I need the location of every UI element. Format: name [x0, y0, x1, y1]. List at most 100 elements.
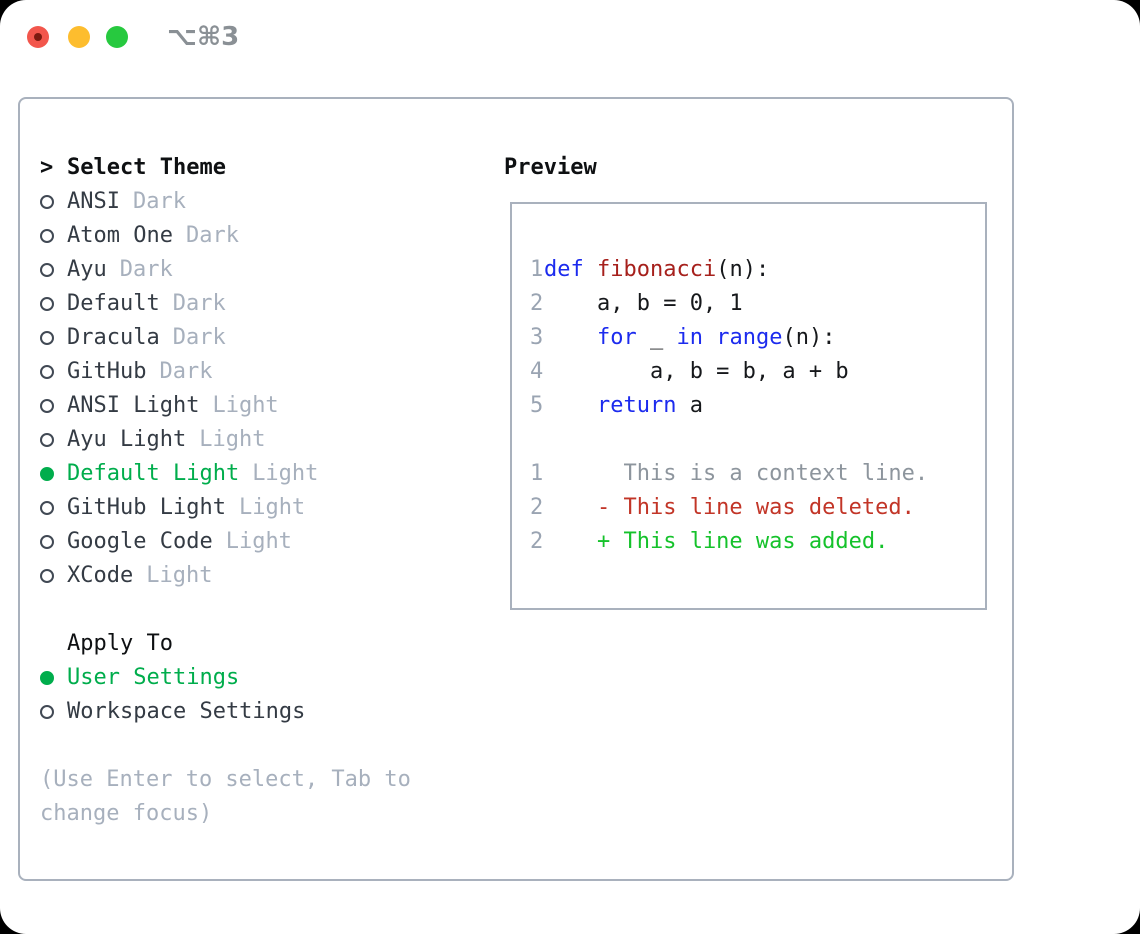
radio-icon — [40, 195, 67, 209]
token-plain — [544, 393, 597, 418]
line-number: 5 — [530, 393, 544, 418]
token-keyword: in — [676, 325, 703, 350]
line-number: 1 — [530, 461, 544, 486]
code-text: a, b = b, a + b — [544, 355, 849, 389]
radio-icon — [40, 263, 67, 277]
code-text: def fibonacci(n): — [544, 253, 769, 287]
line-number: 2 — [530, 291, 544, 316]
preview-line: 2 + This line was added. — [530, 525, 985, 559]
modified-dot-icon — [34, 33, 42, 41]
token-plain — [584, 257, 597, 282]
token-keyword: return — [596, 393, 677, 418]
window-title: ⌥⌘3 — [167, 22, 240, 52]
radio-unselected-icon — [40, 535, 54, 549]
theme-variant-tag: Light — [212, 393, 279, 418]
token-plain: (n): — [782, 325, 836, 350]
preview-line: 3 for _ in range(n): — [530, 321, 985, 355]
radio-unselected-icon — [40, 501, 54, 515]
code-text: This is a context line. — [544, 457, 928, 491]
radio-unselected-icon — [40, 433, 54, 447]
radio-unselected-icon — [40, 263, 54, 277]
theme-variant-tag: Light — [252, 461, 319, 486]
theme-variant-tag: Dark — [185, 223, 239, 248]
token-added: + This line was added. — [544, 529, 889, 554]
theme-name: GitHub — [67, 359, 147, 384]
line-number: 2 — [530, 495, 544, 520]
token-function: fibonacci — [597, 257, 717, 282]
theme-name: ANSI — [67, 189, 120, 214]
theme-variant-tag: Dark — [172, 325, 226, 350]
theme-list-title: Select Theme — [67, 155, 226, 180]
theme-option-default[interactable]: Default Dark — [40, 287, 480, 321]
theme-name: Dracula — [67, 325, 160, 350]
apply-option-user-settings[interactable]: User Settings — [40, 661, 480, 695]
theme-option-google-code[interactable]: Google Code Light — [40, 525, 480, 559]
apply-name: User Settings — [67, 665, 240, 690]
radio-icon — [40, 569, 67, 583]
token-plain: (n): — [716, 257, 770, 282]
code-text: a, b = 0, 1 — [544, 287, 743, 321]
line-number: 2 — [530, 529, 544, 554]
theme-variant-tag: Dark — [119, 257, 173, 282]
theme-variant-tag: Light — [199, 427, 266, 452]
theme-name: Ayu Light — [67, 427, 187, 452]
minimize-button[interactable] — [68, 26, 90, 48]
zoom-button[interactable] — [106, 26, 128, 48]
apply-to-header-row: Apply To — [40, 627, 480, 661]
theme-name: ANSI Light — [67, 393, 200, 418]
theme-variant-tag: Light — [238, 495, 306, 520]
radio-selected-icon — [40, 467, 54, 481]
theme-name: Default — [67, 291, 160, 316]
code-text: + This line was added. — [544, 525, 888, 559]
theme-variant-tag: Light — [225, 529, 292, 554]
hint-text: (Use Enter to select, Tab to change focu… — [40, 767, 411, 826]
theme-name: Atom One — [67, 223, 173, 248]
preview-line: 4 a, b = b, a + b — [530, 355, 985, 389]
theme-variant-tag: Dark — [172, 291, 226, 316]
theme-option-ansi-light[interactable]: ANSI Light Light — [40, 389, 480, 423]
radio-unselected-icon — [40, 195, 54, 209]
theme-option-xcode[interactable]: XCode Light — [40, 559, 480, 593]
radio-icon — [40, 671, 67, 685]
theme-option-ayu[interactable]: Ayu Dark — [40, 253, 480, 287]
token-plain: _ — [636, 325, 677, 350]
theme-option-ayu-light[interactable]: Ayu Light Light — [40, 423, 480, 457]
radio-icon — [40, 467, 67, 481]
preview-line: 2 a, b = 0, 1 — [530, 287, 985, 321]
apply-option-workspace-settings[interactable]: Workspace Settings — [40, 695, 480, 729]
token-plain: a, b = 0, 1 — [544, 291, 743, 316]
preview-line: 5 return a — [530, 389, 985, 423]
spacer — [40, 593, 480, 627]
radio-unselected-icon — [40, 229, 54, 243]
token-keyword: range — [716, 325, 783, 350]
theme-variant-tag: Light — [146, 563, 213, 588]
theme-name: Ayu — [67, 257, 107, 282]
theme-option-atom-one[interactable]: Atom One Dark — [40, 219, 480, 253]
line-number: 1 — [530, 257, 544, 282]
apply-to-title: Apply To — [67, 631, 173, 656]
close-button[interactable] — [27, 26, 49, 48]
theme-option-dracula[interactable]: Dracula Dark — [40, 321, 480, 355]
radio-unselected-icon — [40, 365, 54, 379]
token-context: This is a context line. — [544, 461, 929, 486]
theme-name: XCode — [67, 563, 134, 588]
line-number — [530, 423, 544, 457]
prompt-icon: > — [40, 155, 54, 180]
radio-icon — [40, 365, 67, 379]
line-number: 3 — [530, 325, 544, 350]
token-deleted: - This line was deleted. — [544, 495, 915, 520]
apply-name: Workspace Settings — [67, 699, 306, 724]
theme-name: Google Code — [67, 529, 213, 554]
code-text: for _ in range(n): — [544, 321, 835, 355]
token-keyword: def — [544, 257, 584, 282]
